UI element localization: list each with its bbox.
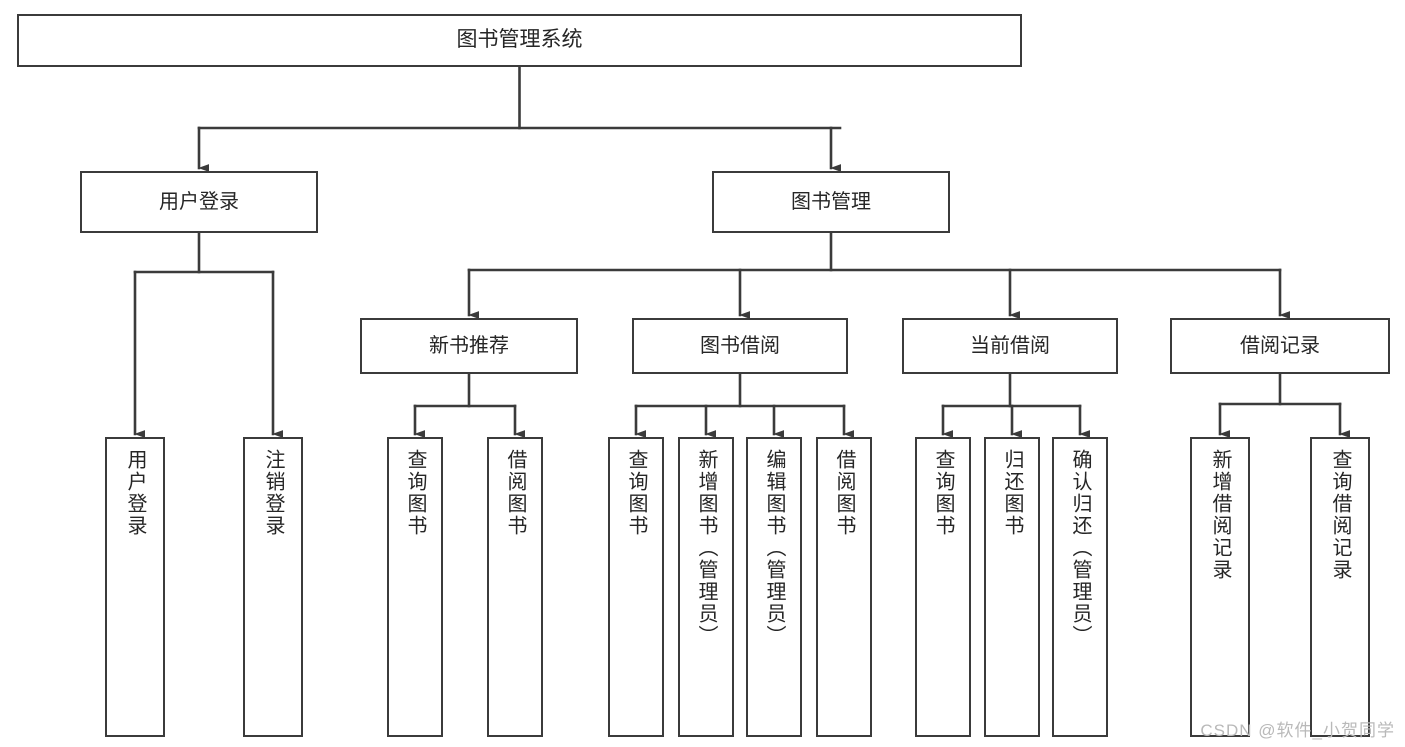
node-borrow-record-label: 借阅记录 bbox=[1240, 334, 1320, 357]
node-current-borrow[interactable]: 当前借阅 bbox=[902, 318, 1118, 374]
node-leaf-add-book[interactable]: 新增图书（管理员） bbox=[678, 437, 734, 737]
node-leaf-return-book-label: 归还图书 bbox=[1001, 449, 1023, 537]
node-leaf-edit-book[interactable]: 编辑图书（管理员） bbox=[746, 437, 802, 737]
node-root[interactable]: 图书管理系统 bbox=[17, 14, 1022, 67]
node-new-book-rec[interactable]: 新书推荐 bbox=[360, 318, 578, 374]
node-leaf-query-book-3[interactable]: 查询图书 bbox=[915, 437, 971, 737]
node-leaf-query-book-2[interactable]: 查询图书 bbox=[608, 437, 664, 737]
node-leaf-confirm-return-label: 确认归还（管理员） bbox=[1069, 449, 1091, 647]
node-leaf-query-record-label: 查询借阅记录 bbox=[1329, 449, 1351, 581]
node-leaf-add-book-label: 新增图书（管理员） bbox=[695, 449, 717, 647]
node-leaf-borrow-book-2[interactable]: 借阅图书 bbox=[816, 437, 872, 737]
node-leaf-user-login[interactable]: 用户登录 bbox=[105, 437, 165, 737]
node-user-login-label: 用户登录 bbox=[159, 190, 239, 213]
node-leaf-borrow-book-1[interactable]: 借阅图书 bbox=[487, 437, 543, 737]
node-leaf-borrow-book-1-label: 借阅图书 bbox=[504, 449, 526, 537]
node-new-book-rec-label: 新书推荐 bbox=[429, 334, 509, 357]
node-leaf-query-book-1-label: 查询图书 bbox=[404, 449, 426, 537]
node-book-borrow[interactable]: 图书借阅 bbox=[632, 318, 848, 374]
node-leaf-query-book-3-label: 查询图书 bbox=[932, 449, 954, 537]
node-leaf-confirm-return[interactable]: 确认归还（管理员） bbox=[1052, 437, 1108, 737]
node-book-manage-label: 图书管理 bbox=[791, 190, 871, 213]
node-book-manage[interactable]: 图书管理 bbox=[712, 171, 950, 233]
node-leaf-query-book-1[interactable]: 查询图书 bbox=[387, 437, 443, 737]
node-borrow-record[interactable]: 借阅记录 bbox=[1170, 318, 1390, 374]
node-leaf-add-record-label: 新增借阅记录 bbox=[1209, 449, 1231, 581]
node-leaf-borrow-book-2-label: 借阅图书 bbox=[833, 449, 855, 537]
node-leaf-add-record[interactable]: 新增借阅记录 bbox=[1190, 437, 1250, 737]
node-root-label: 图书管理系统 bbox=[456, 28, 583, 52]
node-leaf-query-record[interactable]: 查询借阅记录 bbox=[1310, 437, 1370, 737]
node-leaf-return-book[interactable]: 归还图书 bbox=[984, 437, 1040, 737]
node-current-borrow-label: 当前借阅 bbox=[970, 334, 1050, 357]
node-user-login[interactable]: 用户登录 bbox=[80, 171, 318, 233]
node-book-borrow-label: 图书借阅 bbox=[700, 334, 780, 357]
csdn-watermark: CSDN @软件_小贺同学 bbox=[1200, 721, 1395, 740]
node-leaf-user-login-label: 用户登录 bbox=[124, 449, 146, 537]
node-leaf-edit-book-label: 编辑图书（管理员） bbox=[763, 449, 785, 647]
node-leaf-logout-label: 注销登录 bbox=[262, 449, 284, 537]
node-leaf-query-book-2-label: 查询图书 bbox=[625, 449, 647, 537]
node-leaf-logout[interactable]: 注销登录 bbox=[243, 437, 303, 737]
